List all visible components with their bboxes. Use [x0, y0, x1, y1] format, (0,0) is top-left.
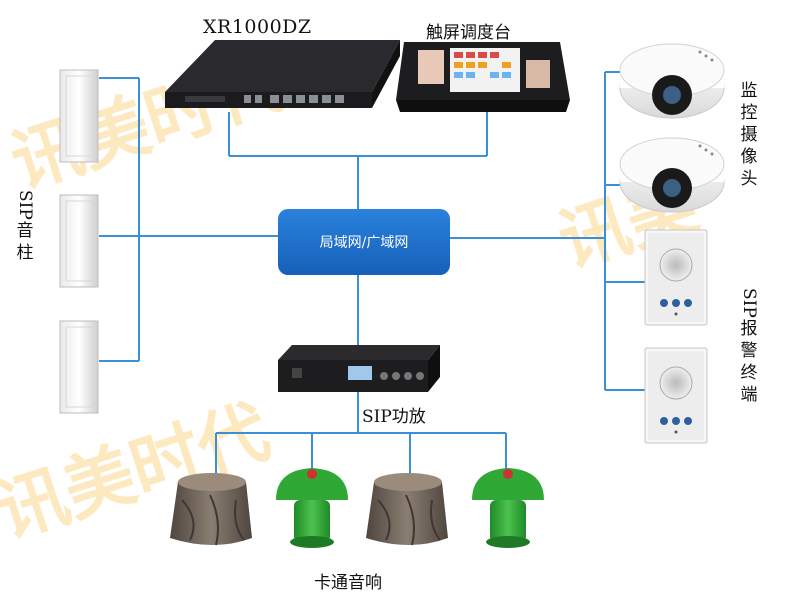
vertical-label-char: 摄: [740, 125, 758, 145]
alarm-terminal-icon-1: [644, 229, 708, 326]
cartoon-speaker-label: 卡通音响: [314, 573, 382, 593]
vertical-label-char: 端: [740, 384, 758, 405]
sip-column-icon-1: [59, 69, 99, 163]
vertical-label-char: 音: [16, 220, 34, 241]
amplifier-label: SIP功放: [362, 407, 426, 427]
touch-console-icon: [396, 42, 570, 112]
vertical-label-char: 监: [740, 81, 758, 101]
vertical-label-char: 像: [740, 147, 758, 167]
camera-label: 监控摄像头: [738, 80, 760, 190]
vertical-label-char: 终: [740, 362, 758, 383]
console-label: 触屏调度台: [426, 23, 511, 43]
camera-icon-1: [619, 43, 725, 119]
vertical-label-char: 柱: [16, 242, 34, 263]
vertical-label-char: 报: [740, 318, 758, 339]
vertical-label-char: 头: [740, 169, 758, 189]
mushroom-speaker-icon-1: [276, 468, 348, 548]
network-hub-box: [278, 209, 450, 275]
vertical-label-char: SIP: [739, 288, 759, 318]
server-device-icon: [165, 40, 400, 108]
alarm-terminal-icon-2: [644, 347, 708, 444]
stump-speaker-icon-2: [366, 473, 448, 546]
watermark-logo: 讯美时代 讯美时代 讯美: [0, 39, 708, 554]
vertical-label-char: 警: [740, 340, 758, 361]
stump-speaker-icon-1: [170, 473, 252, 546]
connection-lines: [99, 71, 645, 475]
sip-column-icon-2: [59, 194, 99, 288]
sip-column-icon-3: [59, 320, 99, 414]
camera-icon-2: [619, 137, 725, 213]
mushroom-speaker-icon-2: [472, 468, 544, 548]
hub-label: 局域网/广域网: [319, 235, 409, 251]
server-label: XR1000DZ: [203, 16, 312, 38]
vertical-label-char: SIP: [15, 190, 35, 220]
vertical-label-char: 控: [740, 103, 758, 123]
amplifier-device-icon: [278, 345, 440, 392]
